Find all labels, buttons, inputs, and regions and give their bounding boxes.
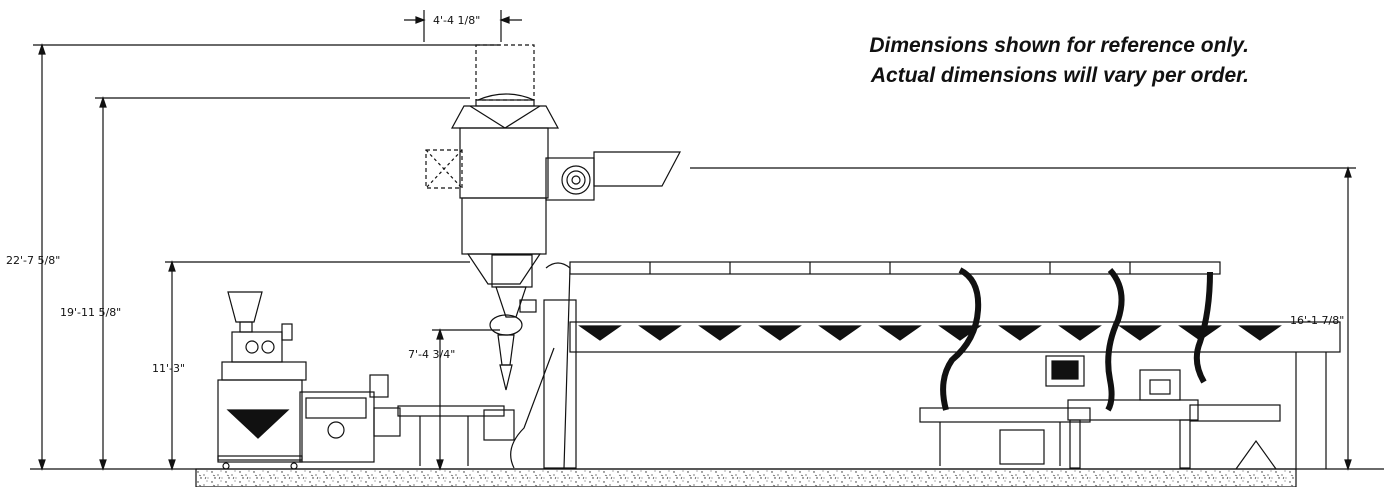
floor-slab — [195, 468, 1297, 487]
extruder-unit — [299, 374, 401, 463]
label-mid-height: 11'-3" — [152, 362, 185, 375]
incline-elevator — [510, 262, 577, 469]
dimension-right-height — [690, 166, 1356, 471]
dimension-overall-height — [33, 43, 500, 471]
dimension-top-height — [95, 96, 470, 471]
depositor-machine — [217, 291, 307, 470]
overhead-duct — [569, 261, 1221, 275]
dimension-mid-height — [165, 260, 470, 471]
dimension-hopper-height — [432, 328, 500, 471]
reference-note-line-2: Actual dimensions will vary per order. — [870, 64, 1249, 87]
cooling-tunnel — [569, 321, 1341, 470]
label-overall-height: 22'-7 5/8" — [6, 254, 60, 267]
dimension-top-width — [404, 10, 522, 42]
label-top-height: 19'-11 5/8" — [60, 306, 121, 319]
flex-hoses — [940, 267, 1213, 412]
conveyor-table — [397, 405, 515, 466]
label-hopper-height: 7'-4 3/4" — [408, 348, 455, 361]
label-top-width: 4'-4 1/8" — [433, 14, 480, 27]
packaging-line — [919, 355, 1281, 469]
label-right-height: 16'-1 7/8" — [1290, 314, 1344, 327]
reference-note-line-1: Dimensions shown for reference only. — [869, 34, 1249, 57]
dust-collector-tower — [425, 44, 681, 391]
